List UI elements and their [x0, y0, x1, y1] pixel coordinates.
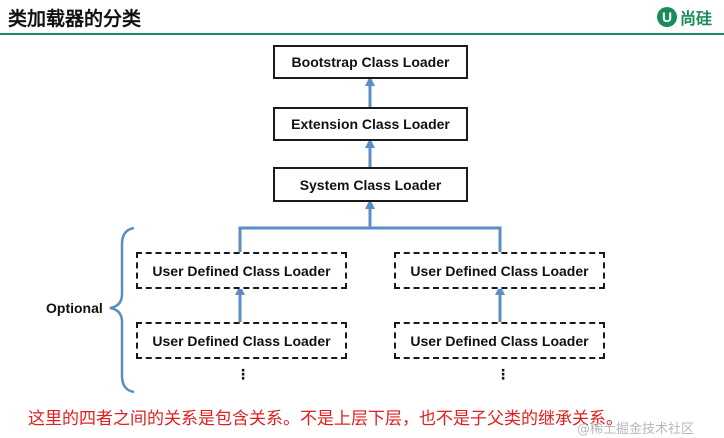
bootstrap-loader-box: Bootstrap Class Loader: [273, 45, 468, 79]
extension-loader-box: Extension Class Loader: [273, 107, 468, 141]
brand-logo: U 尚硅: [657, 4, 712, 30]
title-underline: [0, 33, 724, 35]
ellipsis-right: ⋮: [496, 366, 510, 382]
user-defined-loader-box-left-bottom: User Defined Class Loader: [136, 322, 347, 359]
system-loader-box: System Class Loader: [273, 167, 468, 202]
slide-title: 类加载器的分类: [8, 8, 142, 30]
ellipsis-left: ⋮: [236, 366, 250, 382]
watermark: @稀土掘金技术社区: [577, 422, 695, 437]
branch-left: [238, 226, 370, 252]
optional-label: Optional: [46, 300, 103, 316]
user-defined-loader-box-left-top: User Defined Class Loader: [136, 252, 347, 289]
logo-icon: U: [657, 7, 677, 27]
logo-text: 尚硅: [680, 9, 713, 28]
caption-text: 这里的四者之间的关系是包含关系。不是上层下层，也不是子父类的继承关系。: [28, 409, 623, 429]
user-defined-loader-box-right-top: User Defined Class Loader: [394, 252, 605, 289]
optional-brace: [109, 226, 135, 394]
branch-right: [370, 226, 502, 252]
user-defined-loader-box-right-bottom: User Defined Class Loader: [394, 322, 605, 359]
